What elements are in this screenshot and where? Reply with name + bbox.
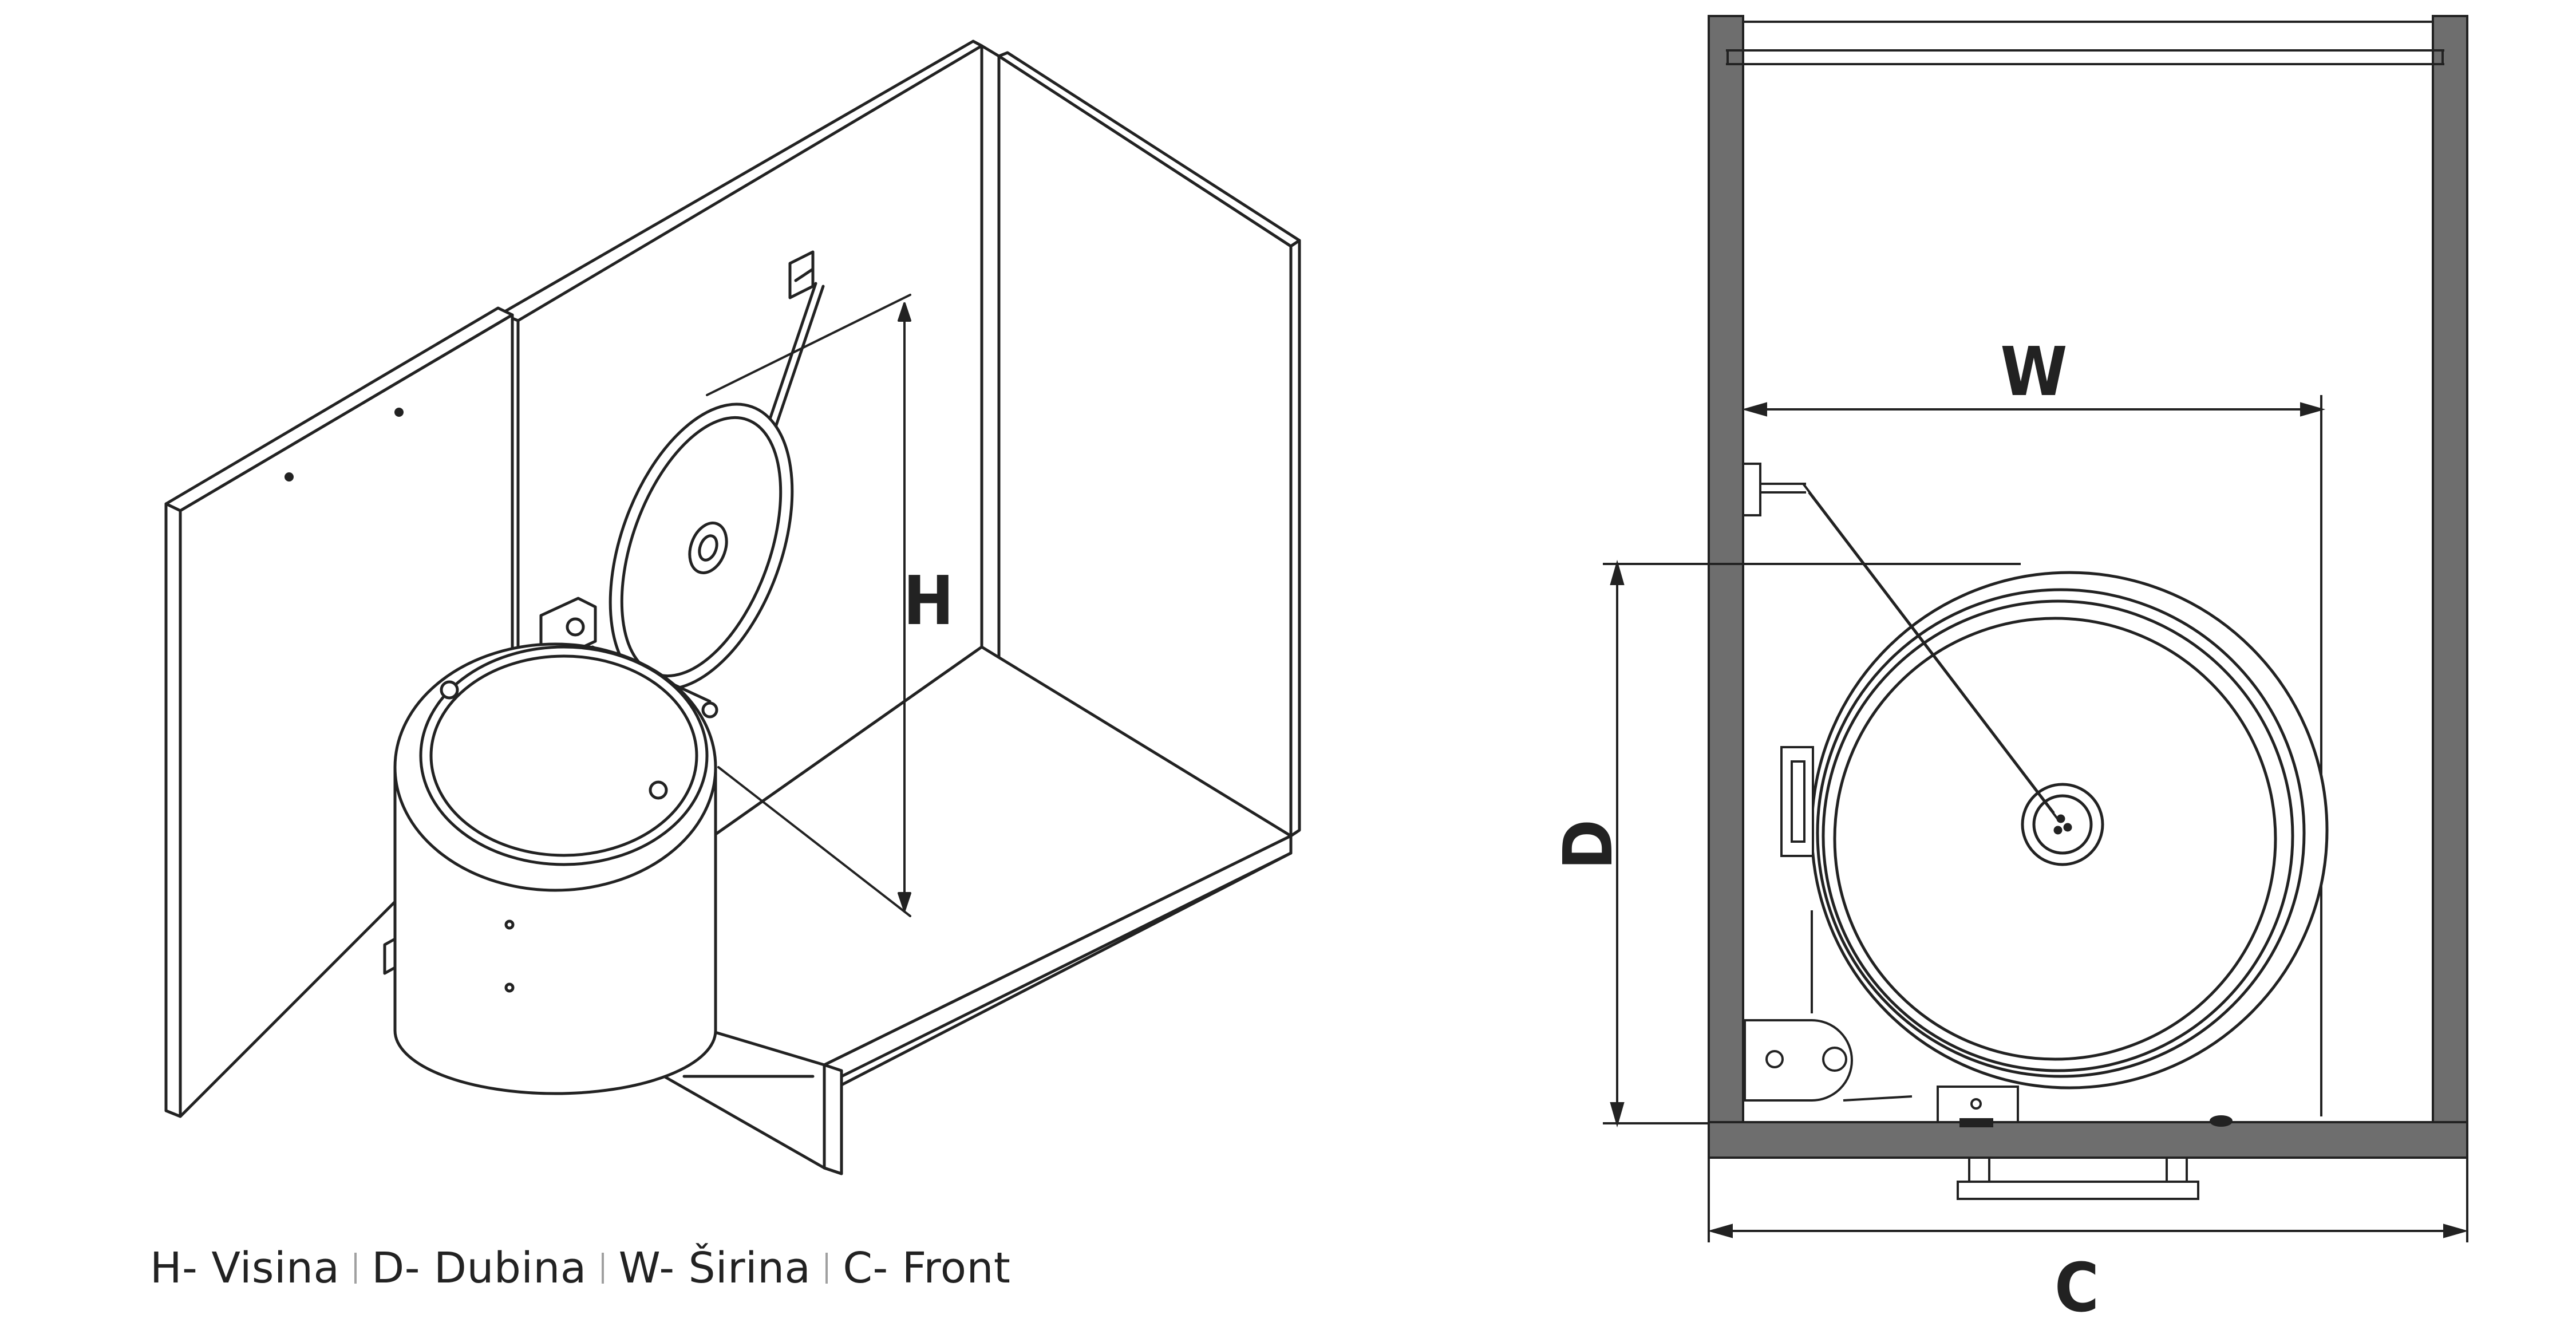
top-rail: [1726, 21, 2444, 65]
top-lid-bracket: [1742, 463, 2061, 823]
height-label: H: [903, 561, 954, 640]
legend: H- Visina D- Dubina W- Širina C- Front: [150, 1242, 1010, 1294]
top-side-clip: [1780, 746, 1814, 857]
depth-label: D: [1548, 819, 1627, 870]
bin-body: [383, 642, 815, 1095]
legend-separator: [354, 1253, 357, 1284]
width-label: W: [2000, 332, 2067, 411]
depth-dimension: [1603, 559, 2021, 1128]
height-dimension: [706, 294, 911, 917]
legend-item-front: C- Front: [843, 1244, 1011, 1293]
isometric-cabinet-view: H: [164, 40, 1301, 1175]
cabinet-door: [164, 306, 514, 1118]
top-view: W D C: [1548, 15, 2469, 1327]
top-bottom-bracket: [1937, 1086, 2233, 1127]
legend-separator: [825, 1253, 828, 1284]
front-dimension: [1707, 1158, 2469, 1242]
legend-separator: [601, 1253, 604, 1284]
legend-item-height: H- Visina: [150, 1244, 340, 1293]
right-wall: [2432, 15, 2468, 1134]
front-label: C: [2055, 1248, 2099, 1327]
bin-top-view: [1810, 571, 2329, 1090]
legend-item-width: W- Širina: [618, 1244, 811, 1293]
cabinet-side-panel: [980, 44, 1301, 838]
front-wall: [1708, 1121, 2468, 1159]
legend-item-depth: D- Dubina: [372, 1244, 587, 1293]
left-wall: [1708, 15, 1744, 1134]
width-dimension: [1741, 395, 2326, 1116]
front-handle: [1957, 1157, 2199, 1200]
top-hinge-plate: [1744, 910, 1913, 1102]
